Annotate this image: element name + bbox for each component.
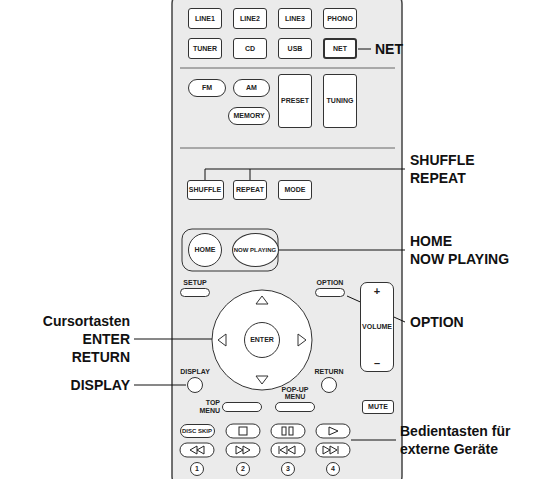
remote-button: MEMORY [228, 107, 270, 125]
leader-lines [134, 49, 405, 440]
button-label: USB [288, 45, 303, 53]
button-label: MODE [285, 186, 306, 194]
button-label: REPEAT [236, 186, 264, 194]
remote-button: NOW PLAYING [232, 233, 279, 267]
callout-label: Bedientasten für externe Geräte [400, 422, 542, 458]
button-label: FM [202, 84, 212, 92]
remote-button: 2 [236, 462, 250, 476]
button-label: LINE2 [240, 15, 260, 23]
button-label: SETUP [183, 279, 206, 287]
callout-label: DISPLAY [8, 376, 130, 394]
callout-label: HOME [410, 232, 540, 250]
remote-button: AM [233, 79, 270, 97]
remote-button: LINE1 [188, 8, 222, 29]
button-label: HOME [195, 246, 216, 254]
remote-button: LINE3 [278, 8, 312, 29]
button-label: MUTE [368, 403, 388, 411]
remote-button: REPEAT [233, 180, 267, 200]
callout-label: ENTER [8, 330, 130, 348]
button-label: DISPLAY [180, 368, 210, 376]
remote-button: + VOLUME – [360, 282, 394, 372]
remote-button: SETUP [180, 288, 210, 297]
callout-label: NOW PLAYING [410, 250, 540, 268]
remote-button: 4 [326, 462, 340, 476]
remote-button: DISC SKIP [180, 424, 215, 438]
callout-label: Cursortasten [8, 312, 130, 330]
remote-button: SHUFFLE [187, 180, 224, 200]
remote-button: PHONO [323, 8, 357, 29]
button-label: 1 [195, 465, 199, 473]
remote-button: TOP MENU [222, 402, 262, 412]
button-label: NET [333, 45, 347, 53]
button-label: LINE1 [195, 15, 215, 23]
button-label: PRESET [281, 97, 309, 105]
button-label: AM [246, 84, 257, 92]
callout-label: SHUFFLE [410, 151, 540, 169]
button-label: NOW PLAYING [234, 247, 276, 254]
remote-button: LINE2 [233, 8, 267, 29]
remote-button: ENTER [244, 322, 280, 358]
button-label: CD [245, 45, 255, 53]
remote-button: CD [233, 38, 267, 59]
remote-button: 1 [190, 462, 204, 476]
transport-buttons [180, 424, 350, 457]
button-label: TUNING [327, 97, 354, 105]
button-label: PHONO [327, 15, 353, 23]
button-label: POP-UP MENU [273, 386, 317, 401]
button-label: MEMORY [233, 112, 264, 120]
button-label: 2 [241, 465, 245, 473]
remote-button: MUTE [362, 400, 394, 414]
remote-button: DISPLAY [187, 377, 203, 393]
remote-button: RETURN [321, 377, 337, 393]
callout-label: RETURN [8, 348, 130, 366]
remote-button: USB [278, 38, 312, 59]
button-label: SHUFFLE [189, 186, 221, 194]
button-label: OPTION [317, 279, 344, 287]
divider [180, 68, 395, 69]
button-label: VOLUME [362, 323, 392, 331]
cursor-pad [212, 290, 312, 390]
button-label: 3 [286, 465, 290, 473]
button-label: TOP MENU [190, 399, 220, 414]
callout-label: NET [375, 40, 435, 58]
button-label: 4 [331, 465, 335, 473]
remote-button: 3 [281, 462, 295, 476]
button-label: + [374, 285, 380, 297]
remote-button: TUNING [323, 74, 357, 128]
remote-button: PRESET [278, 74, 312, 128]
group-bracket [182, 229, 278, 271]
remote-button: MODE [278, 180, 312, 200]
button-label: DISC SKIP [182, 428, 212, 435]
remote-button: OPTION [315, 288, 345, 297]
remote-button: FM [188, 79, 226, 97]
remote-button: HOME [188, 233, 222, 267]
callout-label: OPTION [410, 313, 540, 331]
remote-button: NET [323, 38, 357, 59]
button-label: RETURN [314, 368, 343, 376]
button-label: – [374, 357, 380, 369]
button-label: TUNER [193, 45, 217, 53]
remote-button: TUNER [188, 38, 222, 59]
remote-body [172, 0, 402, 479]
callout-label: REPEAT [410, 169, 540, 187]
remote-button: POP-UP MENU [275, 402, 315, 412]
divider [180, 148, 395, 149]
button-label: ENTER [250, 336, 274, 344]
button-label: LINE3 [285, 15, 305, 23]
cursor-arrows [218, 296, 306, 384]
